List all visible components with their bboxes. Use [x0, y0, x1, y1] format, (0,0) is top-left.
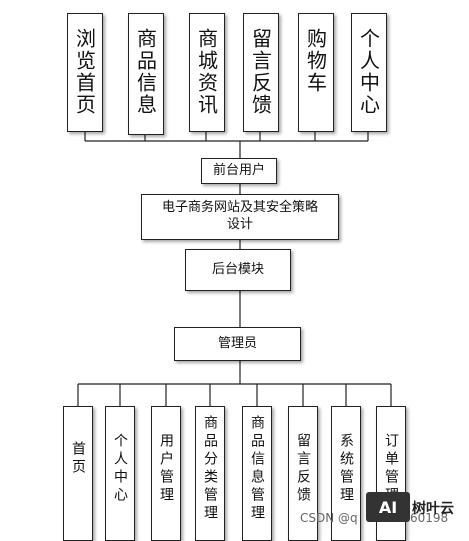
frontend-node-label: 浏览首页: [72, 28, 97, 116]
system-title-line2: 设计: [226, 217, 253, 232]
backend-node-label: 商品信息管理: [249, 415, 265, 523]
frontend-node-mall-news: 商城资讯: [189, 13, 225, 132]
backend-module-node: 后台模块: [185, 249, 291, 291]
backend-node-label: 系统管理: [338, 433, 354, 505]
frontend-node-label: 个人中心: [356, 28, 381, 116]
backend-node-product-management: 商品信息管理: [242, 406, 272, 541]
system-title-node: 电子商务网站及其安全策略 设计: [141, 194, 339, 240]
frontend-node-label: 留言反馈: [248, 28, 273, 116]
watermark-logo-icon: AI: [366, 492, 410, 522]
backend-node-label: 留言反馈: [295, 433, 311, 505]
frontend-node-personal-center: 个人中心: [351, 13, 387, 132]
frontend-node-cart: 购物车: [298, 13, 334, 132]
backend-node-system-management: 系统管理: [331, 406, 361, 541]
backend-node-category-management: 商品分类管理: [195, 406, 225, 541]
watermark-brand: 树叶云: [412, 501, 454, 517]
backend-node-user-management: 用户管理: [151, 406, 181, 541]
system-title-line1: 电子商务网站及其安全策略: [161, 200, 318, 216]
frontend-node-label: 购物车: [303, 28, 328, 94]
frontend-user-label: 前台用户: [212, 162, 265, 178]
backend-node-label: 商品分类管理: [202, 415, 218, 523]
admin-label: 管理员: [217, 335, 257, 351]
backend-module-label: 后台模块: [211, 261, 264, 277]
frontend-node-label: 商品信息: [133, 28, 158, 116]
backend-node-label: 订单管理: [383, 433, 399, 505]
backend-node-feedback: 留言反馈: [288, 406, 318, 541]
frontend-node-feedback: 留言反馈: [243, 13, 279, 132]
csdn-watermark: CSDN @q: [300, 511, 358, 525]
watermark-number: 60198: [410, 511, 449, 525]
backend-node-label: 用户管理: [158, 433, 174, 505]
backend-node-home: 首页: [63, 406, 93, 541]
backend-node-personal-center: 个人中心: [105, 406, 135, 541]
frontend-node-browse-home: 浏览首页: [67, 13, 103, 132]
frontend-node-label: 商城资讯: [194, 28, 219, 116]
frontend-user-node: 前台用户: [201, 158, 277, 184]
backend-node-label: 个人中心: [112, 433, 128, 505]
backend-node-label: 首页: [70, 441, 86, 477]
admin-node: 管理员: [174, 327, 301, 361]
watermark-logo-text: AI: [378, 497, 398, 517]
frontend-node-product-info: 商品信息: [128, 13, 164, 135]
